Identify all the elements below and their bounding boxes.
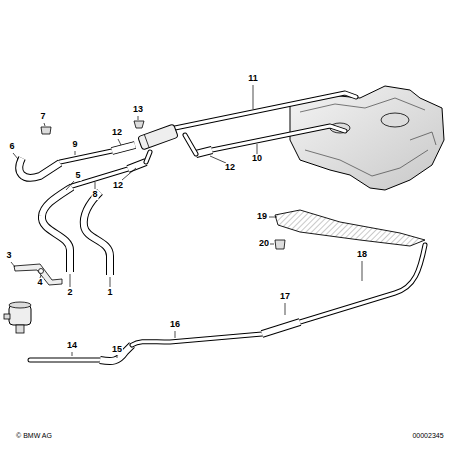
screw (39, 269, 44, 274)
callout-number: 2 (66, 288, 73, 298)
callout-number: 10 (251, 154, 263, 164)
callout-number: 12 (112, 181, 124, 191)
callout-number: 1 (106, 288, 113, 298)
clip (41, 127, 51, 134)
copyright-notice: © BMW AG (15, 432, 53, 440)
fuel-pump (4, 302, 31, 333)
callout-number: 19 (256, 212, 268, 222)
leader-lines (11, 85, 362, 358)
callout-number: 15 (111, 345, 123, 355)
callout-number: 17 (279, 292, 291, 302)
callout-number: 11 (247, 74, 259, 84)
grommet (134, 121, 144, 128)
callout-number: 8 (91, 190, 98, 200)
callout-number: 12 (111, 128, 123, 138)
callout-number: 5 (74, 171, 81, 181)
callout-number: 20 (258, 239, 270, 249)
callout-number: 7 (39, 112, 46, 122)
callout-number: 18 (356, 250, 368, 260)
heat-shield (275, 210, 425, 246)
callout-number: 12 (224, 163, 236, 173)
callout-number: 14 (66, 341, 78, 351)
fuel-filter (138, 124, 178, 150)
callout-number: 4 (36, 278, 43, 288)
fuel-lines (19, 93, 425, 361)
callout-number: 6 (8, 142, 15, 152)
image-number: 00002345 (411, 432, 444, 440)
callout-number: 13 (132, 105, 144, 115)
grommet (275, 240, 285, 249)
callout-number: 16 (169, 320, 181, 330)
callout-number: 9 (71, 140, 78, 150)
callout-number: 3 (5, 251, 12, 261)
